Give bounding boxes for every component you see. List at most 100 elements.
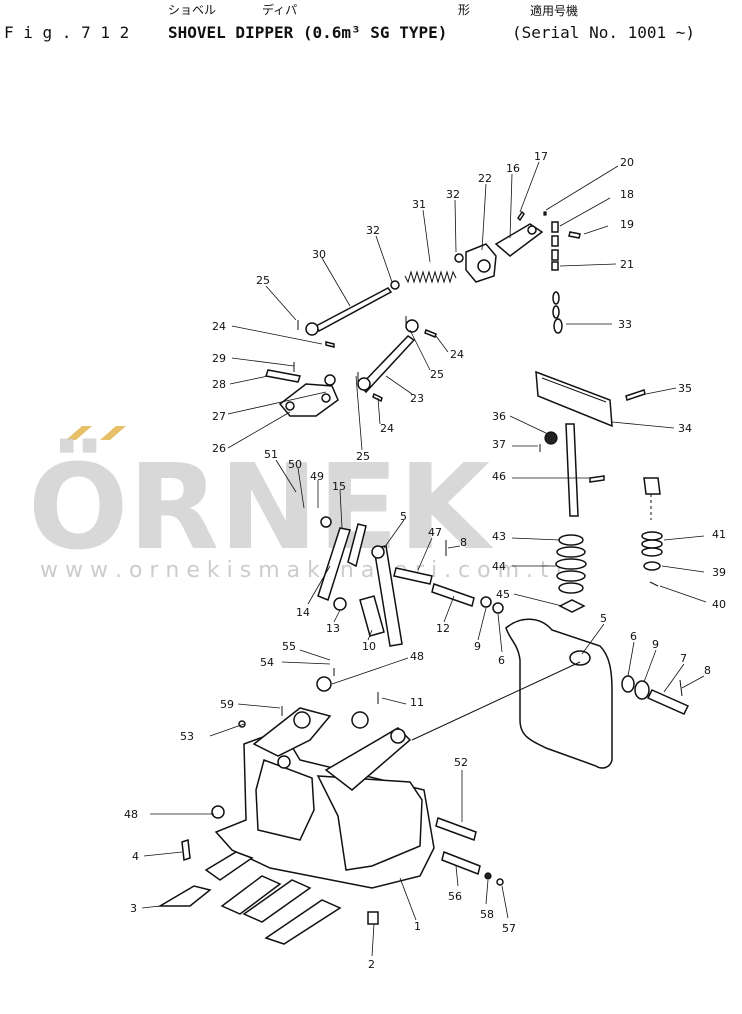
callout-5b: 5 (600, 612, 607, 625)
bolt-19 (568, 231, 581, 239)
spring-41 (641, 531, 663, 557)
callout-22: 22 (478, 172, 492, 185)
callout-48a: 48 (410, 650, 424, 663)
callout-45: 45 (496, 588, 510, 601)
pin-7 (646, 689, 690, 715)
washer-32-left (390, 280, 400, 290)
figure-label: F i g . 7 1 2 (4, 23, 129, 42)
chain-link-33a (552, 291, 560, 305)
callout-13: 13 (326, 622, 340, 635)
callout-31: 31 (412, 198, 426, 211)
callout-26: 26 (212, 442, 226, 455)
catch-guide-edge (541, 377, 607, 403)
tooth-c (242, 879, 312, 923)
bolt-24c (372, 392, 383, 403)
callout-47: 47 (428, 526, 442, 539)
callout-3: 3 (130, 902, 137, 915)
callout-4: 4 (132, 850, 139, 863)
callout-32a: 32 (446, 188, 460, 201)
block-2 (367, 911, 379, 925)
dipper-door (411, 618, 690, 769)
callout-50: 50 (288, 458, 302, 471)
callout-8b: 8 (704, 664, 711, 677)
callout-8a: 8 (460, 536, 467, 549)
tab-plate (643, 477, 661, 495)
trip-rod (314, 287, 393, 333)
header-kanji-type: 形 (458, 3, 470, 17)
watermark-url: w w w . o r n e k i s m a k i n a l a r … (40, 558, 566, 583)
nut-58 (484, 872, 492, 880)
arm-hole-b (351, 711, 369, 729)
header: ショベル ディパ 形 適用号機 F i g . 7 1 2 SHOVEL DIP… (4, 2, 695, 42)
door-hinge-boss (569, 650, 591, 666)
pin-46 (589, 475, 605, 483)
bolt-35 (625, 389, 646, 401)
plate-4 (181, 838, 191, 862)
callout-18: 18 (620, 188, 634, 201)
callout-43: 43 (492, 530, 506, 543)
callout-29: 29 (212, 352, 226, 365)
callout-58: 58 (480, 908, 494, 921)
header-kana-shovel: ショベル (168, 3, 216, 17)
callout-9b: 9 (652, 638, 659, 651)
pin-28 (265, 369, 301, 383)
callout-11: 11 (410, 696, 424, 709)
callout-32b: 32 (366, 224, 380, 237)
tooth-a (204, 851, 254, 881)
callout-25c: 25 (356, 450, 370, 463)
callout-24c: 24 (380, 422, 394, 435)
callout-27: 27 (212, 410, 226, 423)
callout-54: 54 (260, 656, 274, 669)
callout-23: 23 (410, 392, 424, 405)
callout-20: 20 (620, 156, 634, 169)
callout-52: 52 (454, 756, 468, 769)
callout-5a: 5 (400, 510, 407, 523)
callout-21: 21 (620, 258, 634, 271)
bolt-24a (424, 329, 437, 338)
chain-link-33c (553, 318, 563, 334)
callout-51: 51 (264, 448, 278, 461)
washer-57 (496, 878, 504, 886)
collar-6b (621, 675, 635, 693)
collar-13 (333, 597, 347, 611)
callout-2: 2 (368, 958, 375, 971)
callout-25b: 25 (430, 368, 444, 381)
callout-56: 56 (448, 890, 462, 903)
header-kanji-applicable: 適用号機 (530, 3, 578, 18)
door-connect-line (411, 661, 581, 741)
trip-arm-hole (527, 225, 537, 235)
dipper-pin-eye (277, 755, 291, 769)
callout-6b: 6 (630, 630, 637, 643)
callout-16: 16 (506, 162, 520, 175)
callout-39: 39 (712, 566, 726, 579)
parts-drawing (157, 210, 690, 945)
callout-6a: 6 (498, 654, 505, 667)
dipper-arm-left (252, 707, 332, 757)
callout-25a: 25 (256, 274, 270, 287)
tooth-3 (157, 885, 212, 907)
callout-12: 12 (436, 622, 450, 635)
callout-14: 14 (296, 606, 310, 619)
middle-links (317, 516, 504, 647)
spring-31 (404, 270, 457, 284)
upper-linkage (265, 210, 581, 417)
dipper-body (157, 668, 504, 945)
washer-50 (320, 516, 332, 528)
dipper-door-plate (505, 618, 613, 769)
bracket-hole-a (285, 401, 295, 411)
callout-34: 34 (678, 422, 692, 435)
chain-link-21b (551, 261, 559, 271)
watermark: ÖRNEK w w w . o r n e k i s m a k i n a … (28, 426, 566, 583)
chain-link-21 (551, 249, 559, 261)
callout-44: 44 (492, 560, 506, 573)
callout-19: 19 (620, 218, 634, 231)
serial-range: (Serial No. 1001 ~) (512, 23, 695, 42)
pin-17 (517, 210, 525, 222)
callout-1: 1 (414, 920, 421, 933)
catch-guide-34 (535, 370, 613, 428)
callout-46: 46 (492, 470, 506, 483)
arm-hole-a (293, 711, 311, 729)
callout-33: 33 (618, 318, 632, 331)
callout-24a: 24 (212, 320, 226, 333)
